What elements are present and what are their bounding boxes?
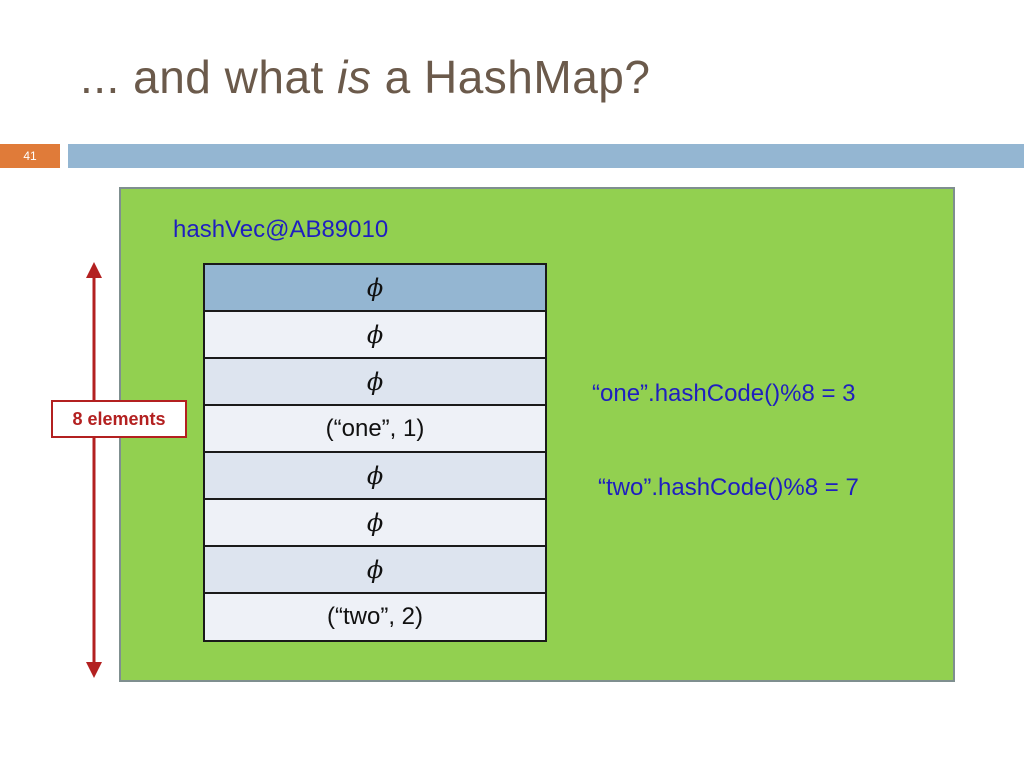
- bucket-value: ϕ: [366, 367, 384, 396]
- double-arrow-icon: [86, 262, 102, 678]
- bucket-2: ϕ: [205, 359, 545, 406]
- bucket-6: ϕ: [205, 547, 545, 594]
- bucket-7: (“two”, 2): [205, 594, 545, 640]
- slide-number: 41: [0, 144, 60, 168]
- bucket-3: (“one”, 1): [205, 406, 545, 453]
- bucket-5: ϕ: [205, 500, 545, 547]
- vector-label: hashVec@AB89010: [173, 216, 389, 243]
- slide-title: ... and what is a HashMap?: [80, 50, 650, 104]
- bucket-1: ϕ: [205, 312, 545, 359]
- bucket-0: ϕ: [205, 265, 545, 312]
- title-suffix: a HashMap?: [371, 51, 651, 103]
- bucket-value: (“one”, 1): [325, 414, 425, 442]
- bucket-value: ϕ: [366, 273, 384, 302]
- hash-equation-one: “one”.hashCode()%8 = 3: [592, 380, 856, 407]
- bucket-value: ϕ: [366, 555, 384, 584]
- hash-equation-two: “two”.hashCode()%8 = 7: [598, 474, 859, 501]
- bucket-value: (“two”, 2): [327, 603, 423, 630]
- bucket-value: ϕ: [366, 320, 384, 349]
- title-emphasis: is: [337, 51, 372, 103]
- hash-vector-table: ϕ ϕ ϕ (“one”, 1) ϕ ϕ ϕ (“two”, 2): [203, 263, 547, 642]
- bucket-value: ϕ: [366, 508, 384, 537]
- header-bar: [68, 144, 1024, 168]
- title-prefix: ... and what: [80, 51, 338, 103]
- bucket-value: ϕ: [366, 461, 384, 490]
- bucket-4: ϕ: [205, 453, 545, 500]
- size-badge: 8 elements: [51, 400, 187, 438]
